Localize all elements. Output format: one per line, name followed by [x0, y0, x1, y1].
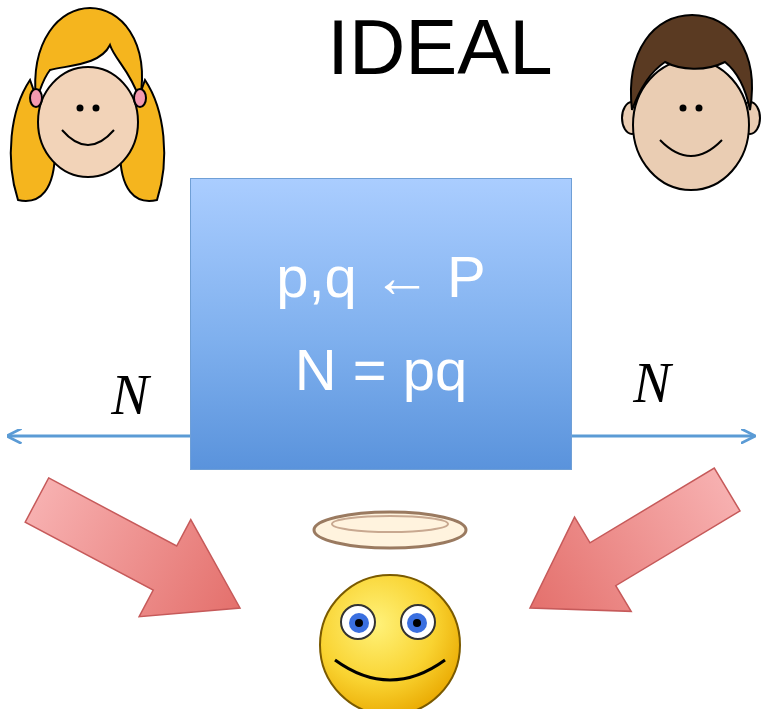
variable-label: N — [111, 367, 148, 423]
output-arrow — [570, 435, 754, 438]
angel-smiley — [314, 512, 466, 709]
block-arrow — [11, 451, 266, 656]
title: IDEAL — [327, 8, 552, 86]
girl-face — [11, 8, 164, 201]
boy-face — [622, 15, 760, 190]
variable-label: N — [633, 355, 670, 411]
formula-text: N = pq — [295, 324, 468, 417]
block-arrow — [502, 442, 756, 655]
process-box: p,q ← PN = pq — [190, 178, 572, 470]
output-arrow — [8, 435, 192, 438]
formula-text: p,q ← P — [276, 231, 486, 324]
